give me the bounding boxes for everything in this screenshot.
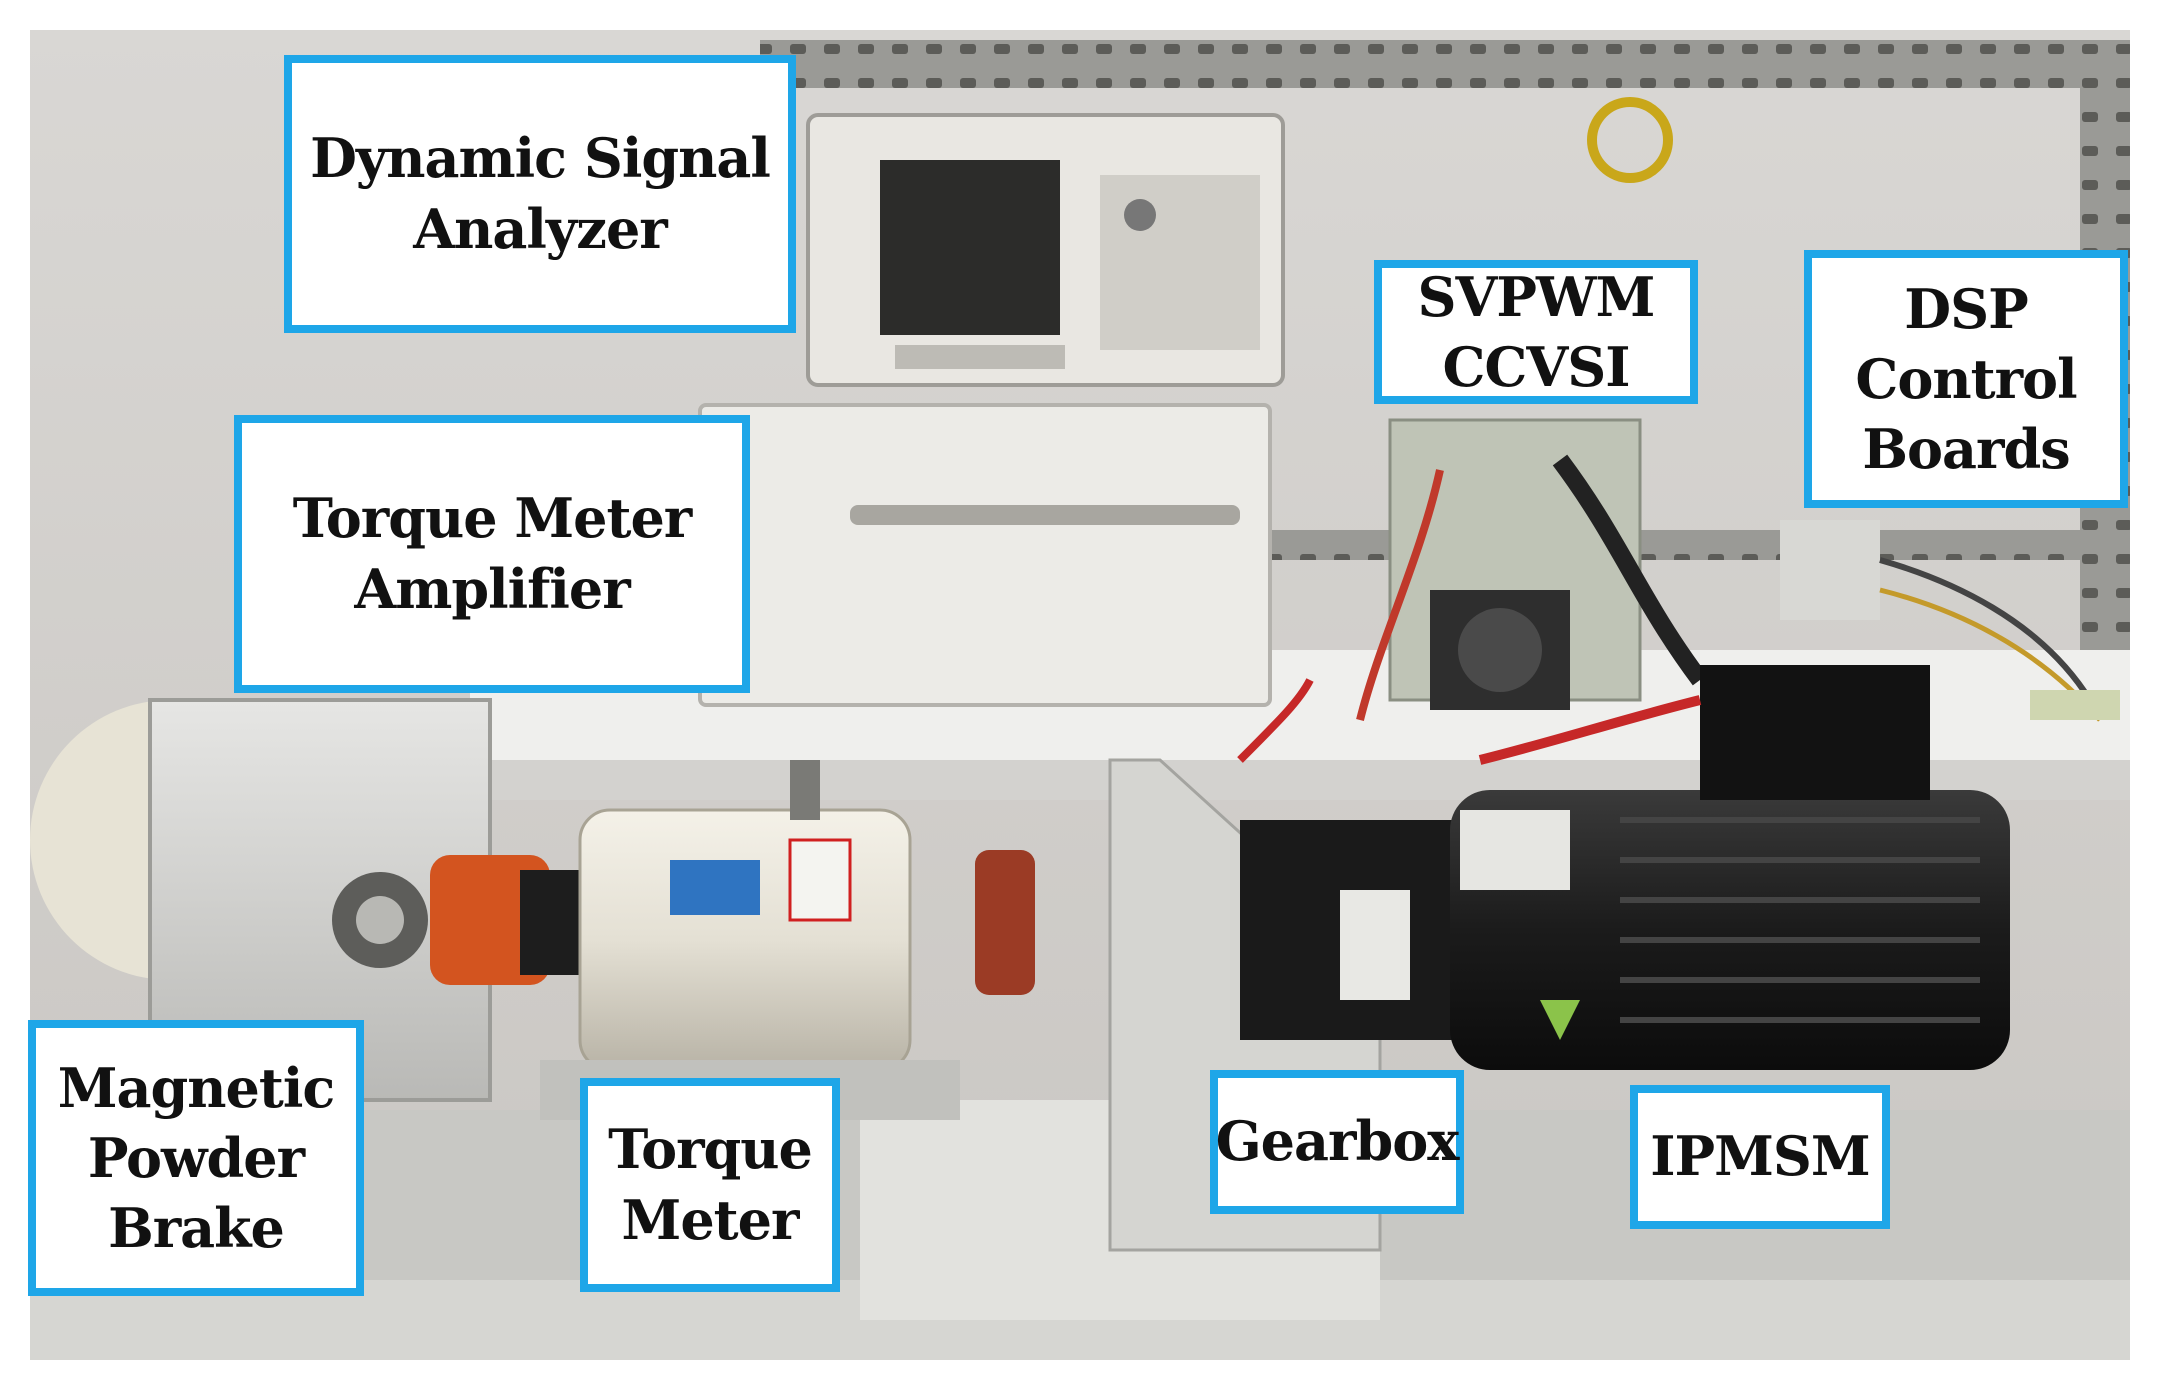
coupling-right <box>975 850 1035 995</box>
label-magnetic-powder-brake: Magnetic Powder Brake <box>28 1020 364 1296</box>
torque-meter-device <box>540 760 960 1120</box>
label-line: Amplifier <box>354 557 630 621</box>
label-line: Meter <box>621 1188 800 1252</box>
amplifier-device <box>698 403 1272 707</box>
label-line: Magnetic <box>57 1055 335 1120</box>
label-gearbox: Gearbox <box>1210 1070 1464 1214</box>
dynamic-signal-analyzer-device <box>806 113 1285 387</box>
wire-spool <box>1587 97 1673 183</box>
label-line: Powder <box>87 1125 305 1190</box>
label-svpwm-ccvsi: SVPWM CCVSI <box>1374 260 1698 404</box>
label-line: Torque <box>608 1116 813 1181</box>
label-dsp-control-boards: DSP Control Boards <box>1804 250 2128 508</box>
label-line: SVPWM <box>1417 264 1656 329</box>
label-line: Boards <box>1862 417 2070 482</box>
label-ipmsm: IPMSM <box>1630 1085 1890 1229</box>
label-line: Torque Meter <box>292 485 693 550</box>
label-dynamic-signal-analyzer: Dynamic Signal Analyzer <box>284 55 796 333</box>
inverter-electronics <box>1356 418 1708 721</box>
label-line: Dynamic Signal <box>310 125 771 190</box>
shelf-rack-top <box>760 40 2130 88</box>
label-line: CCVSI <box>1442 335 1630 399</box>
label-line: Gearbox <box>1215 1109 1460 1174</box>
label-torque-meter-amplifier: Torque Meter Amplifier <box>234 415 750 693</box>
label-line: DSP <box>1904 276 2028 341</box>
label-line: IPMSM <box>1650 1124 1870 1189</box>
label-line: Analyzer <box>413 197 668 261</box>
dsp-boards-electronics <box>1780 520 2120 722</box>
label-torque-meter: Torque Meter <box>580 1078 840 1292</box>
label-line: Brake <box>108 1196 285 1261</box>
label-line: Control <box>1855 346 2077 411</box>
ipmsm-motor-device <box>1450 665 2010 1070</box>
